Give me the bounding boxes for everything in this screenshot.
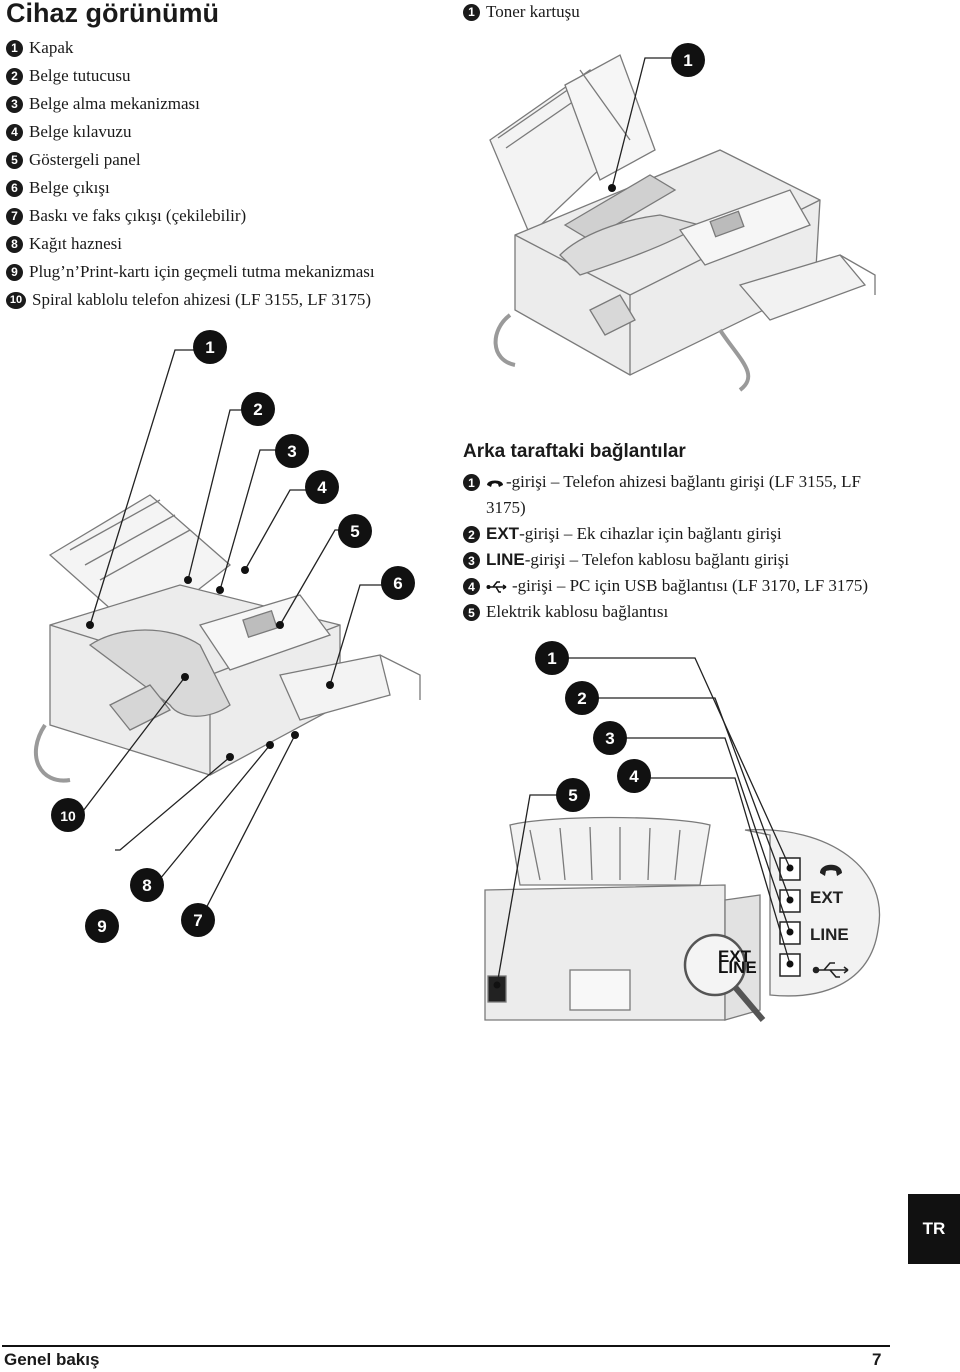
callout-label: 1	[205, 338, 214, 357]
phone-icon	[820, 864, 842, 876]
callout-label: 2	[577, 689, 586, 708]
part-label: Kağıt haznesi	[29, 234, 122, 253]
magnifier-label-ext: EXT	[718, 947, 752, 966]
usb-icon	[486, 581, 507, 593]
callout-label: 2	[253, 400, 262, 419]
callout-label: 4	[317, 478, 327, 497]
number-badge: 1	[463, 474, 480, 491]
list-item: 10 Spiral kablolu telefon ahizesi (LF 315…	[6, 286, 375, 314]
list-item: 2 EXT-girişi – Ek cihazlar için bağlantı…	[463, 521, 895, 547]
connection-keyword: LINE	[486, 550, 525, 569]
list-item: 4 -girişi – PC için USB bağlantısı (LF 3…	[463, 573, 895, 599]
number-badge: 6	[6, 179, 23, 197]
part-label: Belge tutucusu	[29, 66, 131, 85]
list-item: 7 Baskı ve faks çıkışı (çekilebilir)	[6, 202, 375, 230]
number-badge: 8	[6, 235, 23, 253]
callout-label: 9	[97, 917, 106, 936]
number-badge: 2	[6, 67, 23, 85]
rear-heading: Arka taraftaki bağlantılar	[463, 441, 686, 462]
part-label: Belge kılavuzu	[29, 122, 132, 141]
list-item: 8 Kağıt haznesi	[6, 230, 375, 258]
number-badge: 10	[6, 291, 26, 309]
magnifier-label-line: LINE	[718, 958, 757, 977]
callout-label: 1	[683, 51, 692, 70]
page-title: Cihaz görünümü	[6, 0, 219, 28]
part-label: Belge alma mekanizması	[29, 94, 200, 113]
parts-list: 1 Kapak 2 Belge tutucusu 3 Belge alma mekan…	[6, 34, 375, 314]
language-tab: TR	[908, 1194, 960, 1264]
phone-icon	[487, 480, 503, 488]
connection-text: -girişi – Telefon ahizesi bağlantı giriş…	[486, 472, 861, 517]
callout-label: 8	[142, 876, 151, 895]
list-item: 1 -girişi – Telefon ahizesi bağlantı gir…	[463, 469, 895, 521]
callout-label: 5	[350, 522, 359, 541]
footer-rule	[2, 1345, 890, 1347]
list-item: 5 Göstergeli panel	[6, 146, 375, 174]
list-item: 1 Kapak	[6, 34, 375, 62]
number-badge: 7	[6, 207, 23, 225]
connection-text: -girişi – Telefon kablosu bağlantı giriş…	[524, 550, 790, 569]
number-badge: 4	[463, 578, 480, 595]
callout-label: 1	[547, 649, 556, 668]
callout-label: 5	[568, 786, 577, 805]
number-badge: 5	[463, 604, 480, 621]
footer-section: Genel bakış	[4, 1350, 100, 1369]
callout-label: 6	[393, 574, 402, 593]
part-label: Baskı ve faks çıkışı (çekilebilir)	[29, 206, 247, 225]
part-label: Plug’n’Print-kartı için geçmeli tutma me…	[29, 262, 375, 281]
part-label: Kapak	[29, 38, 74, 57]
fax-front-illustration: 1 2 3 4 5 6 7 8 9 10	[34, 330, 421, 943]
connection-text: -girişi – PC için USB bağlantısı (LF 317…	[512, 576, 869, 595]
usb-icon	[812, 962, 849, 978]
port-label-ext: EXT	[810, 888, 844, 907]
callout-label: 4	[629, 767, 639, 786]
number-badge: 4	[6, 123, 23, 141]
list-item: 6 Belge çıkışı	[6, 174, 375, 202]
connection-keyword: EXT	[486, 524, 520, 543]
rear-list: 1 -girişi – Telefon ahizesi bağlantı gir…	[463, 469, 895, 625]
number-badge: 3	[463, 552, 480, 569]
part-label: Göstergeli panel	[29, 150, 141, 169]
number-badge: 9	[6, 263, 23, 281]
connection-text: -girişi – Ek cihazlar için bağlantı giri…	[519, 524, 782, 543]
rear-connections: Arka taraftaki bağlantılar 1 -girişi – T…	[463, 441, 895, 625]
page-number: 7	[872, 1350, 882, 1369]
list-item: 2 Belge tutucusu	[6, 62, 375, 90]
toner-label: Toner kartuşu	[486, 2, 580, 21]
list-item: 3 LINE-girişi – Telefon kablosu bağlantı…	[463, 547, 895, 573]
connection-text: Elektrik kablosu bağlantısı	[486, 602, 669, 621]
list-item: 9 Plug’n’Print-kartı için geçmeli tutma m…	[6, 258, 375, 286]
number-badge: 1	[463, 3, 480, 21]
number-badge: 1	[6, 39, 23, 57]
list-item: 4 Belge kılavuzu	[6, 118, 375, 146]
toner-label-row: 1 Toner kartuşu	[463, 2, 580, 22]
part-label: Spiral kablolu telefon ahizesi (LF 3155,…	[32, 290, 371, 309]
fax-rear-illustration: EXT LINE EXT LINE 1 2 3 4 5	[484, 641, 881, 1022]
number-badge: 3	[6, 95, 23, 113]
callout-label: 10	[60, 808, 76, 824]
callout-label: 3	[287, 442, 296, 461]
number-badge: 2	[463, 526, 480, 543]
callout-label: 7	[193, 911, 202, 930]
number-badge: 5	[6, 151, 23, 169]
list-item: 5 Elektrik kablosu bağlantısı	[463, 599, 895, 625]
callout-label: 3	[605, 729, 614, 748]
list-item: 3 Belge alma mekanizması	[6, 90, 375, 118]
part-label: Belge çıkışı	[29, 178, 110, 197]
port-label-line: LINE	[810, 925, 849, 944]
fax-top-illustration: 1	[489, 43, 876, 392]
